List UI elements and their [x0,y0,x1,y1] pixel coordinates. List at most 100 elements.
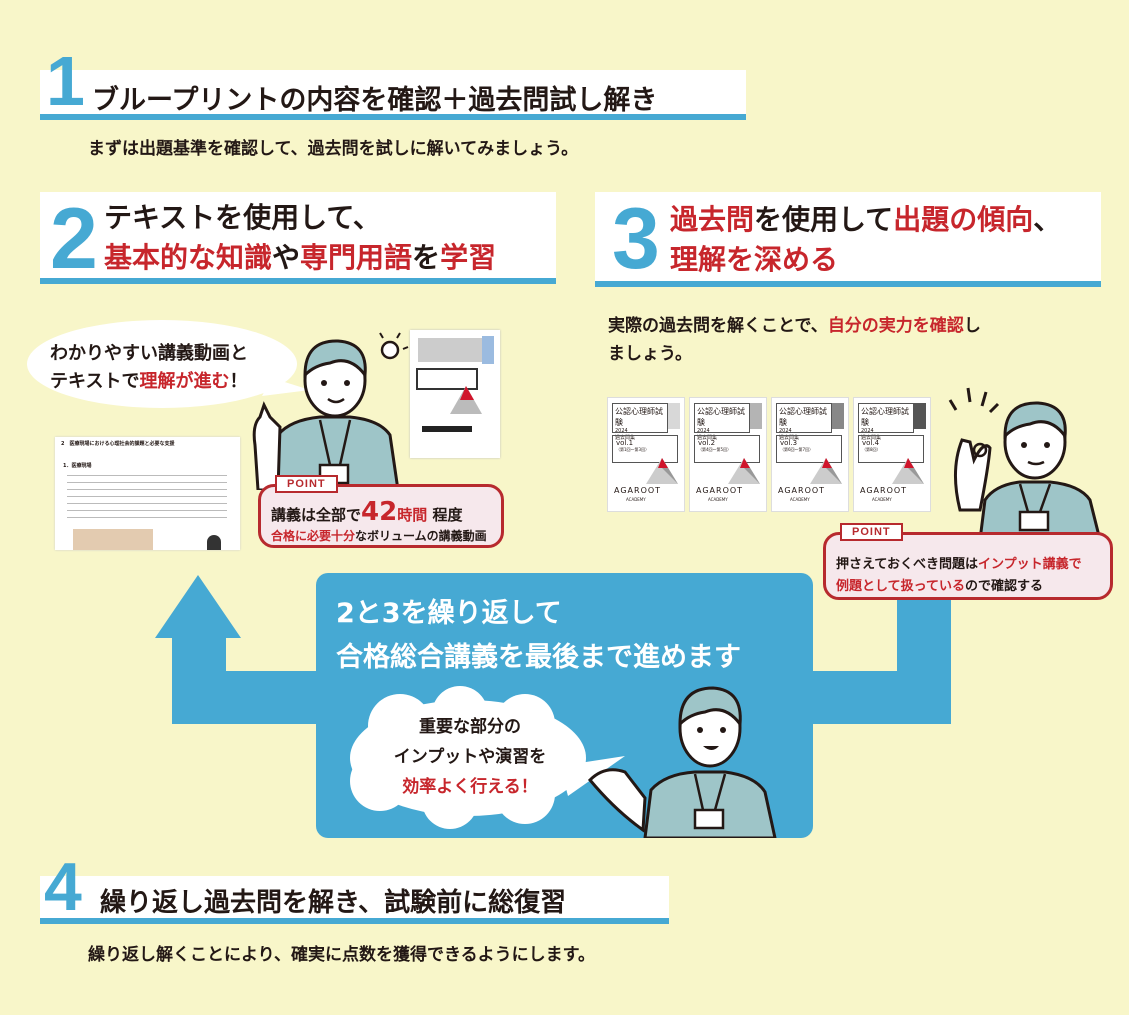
hours-value: 42 [361,497,398,527]
bubble-line2: テキストで理解が進む！ [50,368,248,396]
text-segment: 程度 [432,506,463,524]
step3-title-line2: 理解を深める [670,243,839,276]
book-kind: 過去問集 [615,435,636,441]
step1-number: 1 [46,42,85,120]
step2-title-line1: テキストを使用して、 [104,201,381,234]
step2-title: テキストを使用して、 基本的な知識や専門用語を学習 [104,198,496,278]
slide-table [73,529,153,550]
step2-title-line2: 基本的な知識や専門用語を学習 [104,238,496,278]
lecturer-icon [207,535,221,550]
lecture-video-thumbnail[interactable]: 2 医療現場における心理社会的課題と必要な支援 1．医療現場 [55,437,240,550]
step4-subtitle: 繰り返し解くことにより、確実に点数を獲得できるようにします。 [88,945,595,965]
title-segment: を [412,241,441,274]
text-segment: 自分の実力を確認 [827,316,964,336]
step3-number: 3 [612,191,660,287]
book-volume-box: vol.1（第1回〜第3回） [612,435,678,463]
book-volume: vol.4 [862,439,880,447]
cloud-line2: インプットや演習を [393,747,547,767]
book-logo-sub: ACADEMY [626,497,646,502]
book-triangle-logo [810,458,842,484]
book-year: 2024 [697,428,710,434]
book-logo-sub: ACADEMY [708,497,728,502]
step1-title: ブループリントの内容を確認＋過去問試し解き [92,85,658,116]
text-segment: 合格に必要十分 [271,529,356,543]
step2-heading-bar [40,192,556,284]
cloud-text: 重要な部分の インプットや演習を 効率よく行える！ [360,712,580,802]
text-segment: 押さえておくべき問題は [836,557,978,572]
slide-section: 1．医療現場 [63,463,92,469]
book-title: 公認心理師試験 [615,407,663,427]
book-logo: AGAROOT [614,486,662,495]
step4-number: 4 [44,849,82,925]
point-box-lecture: POINT 講義は全部で42時間 程度 合格に必要十分なボリュームの講義動画 [258,475,504,548]
book-triangle-logo [728,458,760,484]
book-color-swatch [750,403,762,429]
title-segment: 基本的な知識 [104,241,273,274]
book-logo-sub: ACADEMY [872,497,892,502]
book-volume: vol.2 [698,439,716,447]
text-segment: なボリュームの講義動画 [355,529,487,543]
text-segment: 例題として扱っている [836,579,965,594]
step1-subtitle: まずは出題基準を確認して、過去問を試しに解いてみましょう。 [88,139,579,159]
title-segment: 専門用語 [300,241,413,274]
man-pointing-icon [252,332,409,490]
book-title: 公認心理師試験 [861,407,909,427]
step3-title-line1: 過去問を使用して出題の傾向、 [670,200,1061,240]
point-line1: 講義は全部で42時間 程度 [271,497,462,527]
book-year: 2024 [779,428,792,434]
step3-title: 過去問を使用して出題の傾向、 理解を深める [670,200,1061,280]
man-presenting-icon [587,686,777,838]
book-year: 2024 [861,428,874,434]
bubble-line1: わかりやすい講義動画と [50,343,248,364]
text-segment: ので確認する [964,579,1043,594]
book-volume-box: vol.3（第6回〜第7回） [776,435,842,463]
book-year: 2024 [615,428,628,434]
point-box-exam: POINT 押さえておくべき問題はインプット講義で 例題として扱っているので確認… [823,523,1113,600]
loop-line1: 2と3を繰り返して [336,598,562,629]
step3-body-line2: ましょう。 [608,344,692,364]
cloud-line3: 効率よく行える！ [402,777,538,797]
title-segment: 、 [1033,203,1062,236]
exam-paper-illustration [410,330,500,458]
book-logo: AGAROOT [860,486,908,495]
book-volume-box: vol.2（第4回〜第5回） [694,435,760,463]
book-title: 公認心理師試験 [697,407,745,427]
text-segment: 講義は全部で [271,506,362,524]
text-segment: テキストで [50,371,140,392]
slide-heading: 2 医療現場における心理社会的課題と必要な支援 [61,441,175,447]
book-color-swatch [832,403,844,429]
speech-bubble [27,320,310,408]
step3-body: 実際の過去問を解くことで、自分の実力を確認し ましょう。 [608,312,981,368]
man-ok-sign-icon [948,387,1102,540]
title-segment: や [272,241,301,274]
book-triangle-logo [646,458,678,484]
book-logo: AGAROOT [696,486,744,495]
step2-number: 2 [50,191,98,287]
book-volume-box: vol.4（第8回） [858,435,924,463]
point-tag: POINT [840,523,903,541]
step3-heading-bar [595,192,1101,287]
book-color-swatch [668,403,680,429]
step4-heading-bar [40,876,669,924]
book-color-swatch [914,403,926,429]
book-range: （第6回〜第7回） [780,447,814,452]
book-volume: vol.3 [780,439,798,447]
book-logo-sub: ACADEMY [790,497,810,502]
title-segment: 過去問 [670,203,755,236]
book-range: （第8回） [862,447,881,452]
book-range: （第4回〜第5回） [698,447,732,452]
title-segment: 学習 [440,241,497,274]
text-segment: 理解が進む [139,371,230,392]
book-triangle-logo [892,458,924,484]
loop-message: 2と3を繰り返して 合格総合講義を最後まで進めます [336,592,741,680]
book-kind: 過去問集 [861,435,882,441]
text-segment: 実際の過去問を解くことで、 [608,316,828,336]
